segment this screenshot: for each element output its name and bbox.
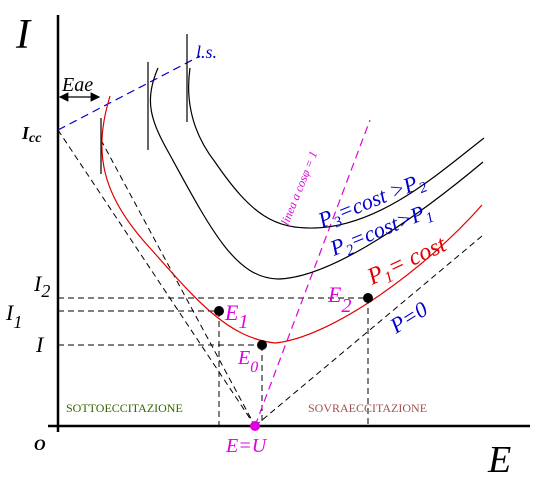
i-label: I [35,332,45,357]
e0-label: E0 [237,347,258,376]
p0-label: P=0 [385,296,432,339]
point-e0 [257,340,267,350]
point-e-eq-u [250,421,260,431]
cos-phi-line [254,119,371,427]
icc-label: Icc [21,123,42,146]
x-axis-label: E [487,439,511,478]
e1-label: E1 [224,300,248,333]
e2-label: E2 [327,282,351,317]
p1-curve [101,95,483,344]
stability-limit-label: l.s. [196,42,217,62]
i2-label: I2 [33,271,50,301]
e-eq-u-label: E=U [225,435,268,457]
i1-label: I1 [5,300,22,332]
point-e1 [214,306,224,316]
icc-diagonal [57,129,256,427]
origin-label: O [34,437,46,454]
eae-diagonal [100,139,256,427]
over-excitation-label: SOVRAECCITAZIONE [308,401,427,415]
p2-curve [149,67,484,280]
stability-limit-line [57,55,201,131]
eae-label: Eae [61,74,93,96]
cos-phi-label: linea a cosφ = 1 [278,149,320,227]
under-excitation-label: SOTTOECCITAZIONE [66,401,183,415]
y-axis-label: I [15,12,32,58]
point-e2 [363,293,373,303]
p3-curve [188,67,485,229]
